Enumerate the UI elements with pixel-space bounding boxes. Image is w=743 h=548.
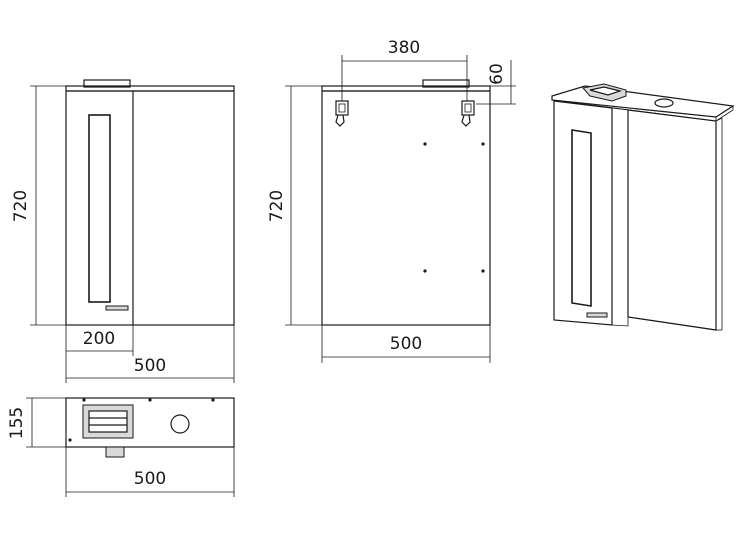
back-height-label: 720	[267, 190, 287, 222]
back-width-label: 500	[390, 334, 422, 354]
front-total-width-label: 500	[134, 356, 166, 376]
front-top-handle	[83, 79, 131, 88]
front-view	[65, 79, 235, 326]
front-body	[65, 90, 235, 326]
mount-dot	[423, 269, 427, 273]
front-height-label: 720	[11, 190, 31, 222]
mount-dot	[481, 142, 485, 146]
right-hanger	[461, 100, 475, 127]
top-dimensions: 155 500	[7, 397, 235, 497]
persp-top-hole	[654, 98, 674, 108]
persp-mirror-slot	[571, 129, 592, 307]
perspective-view	[551, 83, 735, 331]
back-dimensions: 380 60 720 500	[267, 38, 516, 363]
top-view	[65, 397, 235, 458]
back-view	[321, 79, 491, 326]
mount-dot	[423, 142, 427, 146]
front-dimensions: 720 200 500	[11, 85, 235, 383]
persp-door	[553, 100, 613, 326]
back-top-handle	[422, 79, 470, 88]
front-door-handle	[105, 305, 129, 311]
front-door-width-label: 200	[83, 329, 115, 349]
front-mirror-slot	[88, 114, 111, 303]
back-body	[321, 90, 491, 326]
top-view-hole	[170, 414, 190, 434]
persp-door-handle	[586, 312, 608, 318]
top-width-label: 500	[134, 469, 166, 489]
mount-dot	[481, 269, 485, 273]
left-hanger	[335, 100, 349, 127]
hanger-span-label: 380	[388, 38, 420, 58]
top-depth-label: 155	[7, 407, 27, 439]
top-view-outline	[65, 397, 235, 448]
persp-right-shelf	[627, 109, 717, 331]
top-view-bottom-handle	[105, 446, 125, 458]
top-offset-label: 60	[487, 63, 507, 85]
